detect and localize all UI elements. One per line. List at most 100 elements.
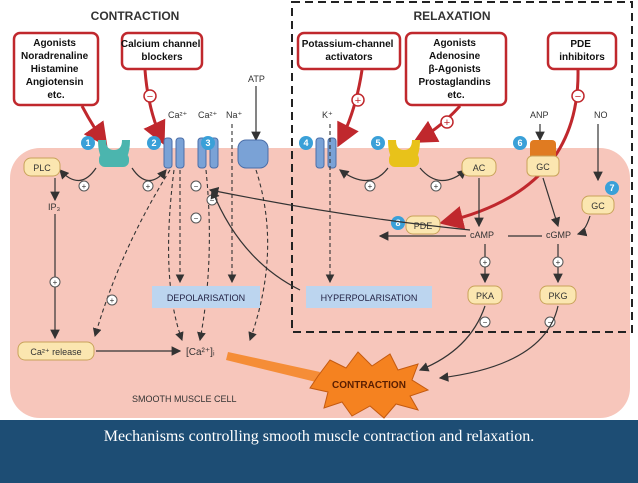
relax-agonists-line-3: β-Agonists	[429, 64, 482, 75]
curl-receptor1-to-channel	[131, 167, 167, 182]
arrow-agonists-to-receptor	[80, 105, 108, 147]
depolarisation-box	[152, 286, 260, 308]
badge-4: 4	[299, 136, 313, 150]
svg-text:5: 5	[375, 138, 380, 148]
gc-cyto-node	[581, 195, 615, 215]
arrow-pka-to-contraction	[418, 305, 486, 372]
relaxation-region	[291, 1, 633, 333]
relax-agonists-line-5: etc.	[447, 90, 464, 101]
arrow-agonist-to-receptor5	[412, 104, 462, 143]
cgmp-label: cGMP	[546, 230, 571, 240]
box-potassium-channel-activators: Potassium-channel activators	[296, 31, 402, 71]
ion-na: Na⁺	[226, 110, 243, 120]
arrow-gc-to-cgmp	[542, 177, 561, 228]
atp-pump-icon	[237, 139, 269, 169]
badge-3: 3	[201, 136, 215, 150]
pdei-minus-badge: −	[571, 89, 585, 103]
channel-2b-icon	[175, 137, 185, 169]
sign-camp-pka: +	[479, 256, 491, 268]
sign-pka-minus: −	[479, 316, 491, 328]
sign-k-link: +	[364, 180, 376, 192]
ccb-line-1: Calcium channel	[121, 39, 201, 50]
sign-ip3-plus: +	[49, 276, 61, 288]
gc-membrane-label: GC	[536, 162, 550, 172]
sign-channel-c: −	[190, 212, 202, 224]
pkg-label: PKG	[548, 291, 567, 301]
label-anp: ANP	[530, 110, 549, 120]
box-pde-inhibitors: PDE inhibitors	[546, 31, 618, 71]
agonists-line-5: etc.	[47, 90, 64, 101]
badge-8: 8	[391, 216, 405, 230]
curl-receptor5-to-kchannel	[339, 167, 389, 182]
svg-text:8: 8	[395, 218, 400, 228]
svg-text:+: +	[556, 258, 561, 267]
svg-text:3: 3	[205, 138, 210, 148]
svg-text:−: −	[147, 91, 153, 103]
kopener-line-2: activators	[325, 52, 373, 63]
svg-text:Agonists Adenosine: Agonists Adenosine β-Agonists Prostaglan…	[418, 38, 493, 101]
ca-release-node	[17, 341, 95, 361]
agonist5-plus-badge: +	[440, 115, 454, 129]
box-contraction-agonists: Agonists Noradrenaline Histamine Angiote…	[12, 31, 100, 107]
dashed-channel3-to-ca	[197, 169, 210, 342]
ion-k: K⁺	[322, 110, 333, 120]
receptor-5-base-icon	[389, 153, 419, 167]
svg-text:+: +	[483, 258, 488, 267]
badge-6: 6	[513, 136, 527, 150]
box-relaxation-agonists: Agonists Adenosine β-Agonists Prostaglan…	[404, 31, 508, 107]
arrow-gccyto-to-cgmp	[576, 215, 591, 237]
svg-text:−: −	[548, 318, 553, 327]
svg-text:2: 2	[151, 138, 156, 148]
ip3-label: IP₃	[48, 202, 61, 212]
sign-channel-b: −	[206, 194, 218, 206]
svg-text:6: 6	[517, 138, 522, 148]
svg-text:−: −	[483, 318, 488, 327]
pka-node	[467, 285, 503, 305]
pdei-line-1: PDE	[570, 39, 591, 50]
ca-conc-label: [Ca²⁺]ᵢ	[186, 347, 215, 358]
svg-text:PDE inhibitors: PDE inhibitors	[559, 39, 605, 63]
sign-ac-link: +	[430, 180, 442, 192]
svg-text:4: 4	[303, 138, 308, 148]
ccb-line-2: blockers	[141, 52, 183, 63]
relax-agonists-line-2: Adenosine	[429, 51, 481, 62]
svg-text:+: +	[434, 182, 439, 191]
sign-plc-link: +	[78, 180, 90, 192]
camp-label: cAMP	[470, 230, 494, 240]
pka-label: PKA	[476, 291, 494, 301]
arrow-hyperpol-to-channels	[210, 188, 301, 291]
box-calcium-channel-blockers: Calcium channel blockers	[120, 31, 204, 71]
arrow-kopener-to-channel	[337, 69, 364, 148]
svg-text:+: +	[444, 117, 450, 129]
sign-cgmp-pkg: +	[552, 256, 564, 268]
svg-text:−: −	[194, 214, 199, 223]
arrow-ca-to-contraction	[226, 352, 320, 382]
kopener-plus-badge: +	[351, 93, 365, 107]
k-channel-a-icon	[315, 137, 325, 169]
relax-agonists-line-4: Prostaglandins	[418, 77, 491, 88]
hyperpolarisation-box	[306, 286, 432, 308]
svg-text:+: +	[53, 278, 58, 287]
k-channel-b-icon	[327, 137, 337, 169]
svg-text:−: −	[194, 182, 199, 191]
figure-caption: Mechanisms controlling smooth muscle con…	[103, 428, 535, 445]
badge-2: 2	[147, 136, 161, 150]
curl-receptor5-to-ac	[419, 167, 467, 182]
kopener-line-1: Potassium-channel	[302, 39, 394, 50]
channel-2a-icon	[163, 137, 173, 169]
ac-node	[461, 157, 497, 177]
ion-ca-2: Ca²⁺	[198, 110, 218, 120]
arrow-ccb-to-channel	[143, 69, 166, 146]
contraction-burst	[309, 351, 430, 419]
sign-channel-release: +	[106, 294, 118, 306]
ion-ca-1: Ca²⁺	[168, 110, 188, 120]
pde-label: PDE	[414, 221, 433, 231]
contraction-label: CONTRACTION	[332, 380, 406, 391]
agonists-line-2: Noradrenaline	[21, 51, 89, 62]
badge-5: 5	[371, 136, 385, 150]
relax-agonists-line-1: Agonists	[433, 38, 476, 49]
svg-text:1: 1	[85, 138, 90, 148]
agonists-line-1: Agonists	[33, 38, 76, 49]
svg-text:−: −	[210, 196, 215, 205]
plc-node	[23, 157, 61, 177]
